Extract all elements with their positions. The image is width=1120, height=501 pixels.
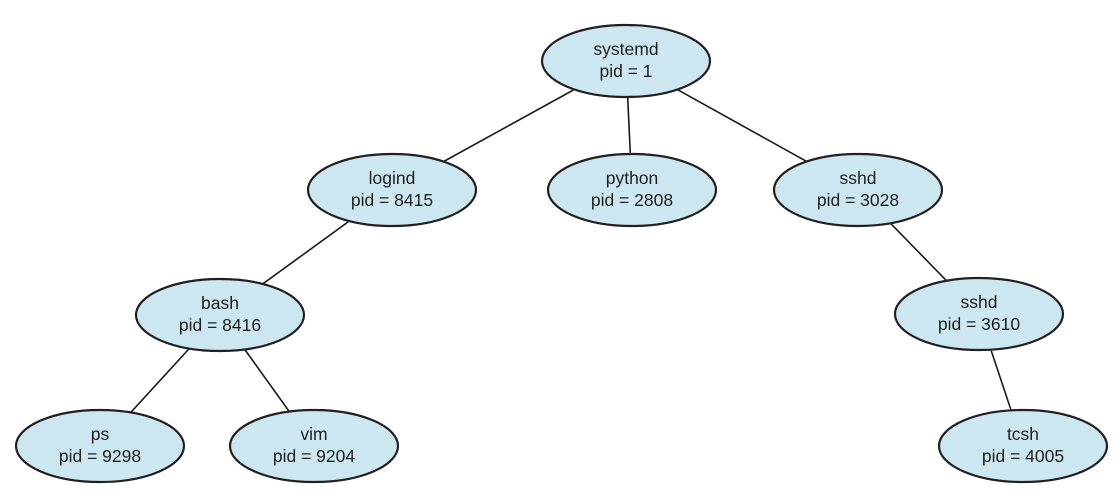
node-systemd: systemd pid = 1	[540, 23, 712, 99]
node-ps-name: ps	[91, 424, 110, 444]
node-logind: logind pid = 8415	[306, 152, 478, 228]
node-ps-pid: pid = 9298	[59, 446, 141, 466]
node-tcsh-name: tcsh	[1007, 424, 1039, 444]
node-systemd-shape	[540, 23, 712, 99]
node-bash: bash pid = 8416	[134, 277, 306, 353]
node-vim-shape	[228, 408, 400, 484]
node-logind-name: logind	[369, 168, 416, 188]
node-sshd-3028-shape	[772, 152, 944, 228]
node-vim-pid: pid = 9204	[273, 446, 355, 466]
node-tcsh: tcsh pid = 4005	[937, 408, 1109, 484]
node-logind-shape	[306, 152, 478, 228]
edges	[99, 60, 1024, 447]
node-sshd-3028-name: sshd	[840, 168, 877, 188]
node-python-name: python	[606, 168, 659, 188]
node-systemd-pid: pid = 1	[599, 61, 652, 81]
node-tcsh-shape	[937, 408, 1109, 484]
node-bash-pid: pid = 8416	[179, 315, 261, 335]
node-ps-shape	[14, 408, 186, 484]
node-sshd-3610-pid: pid = 3610	[938, 314, 1020, 334]
node-systemd-name: systemd	[593, 39, 658, 59]
node-tcsh-pid: pid = 4005	[982, 446, 1064, 466]
node-python: python pid = 2808	[546, 152, 718, 228]
node-bash-shape	[134, 277, 306, 353]
node-ps: ps pid = 9298	[14, 408, 186, 484]
node-vim: vim pid = 9204	[228, 408, 400, 484]
node-sshd-3610-name: sshd	[961, 292, 998, 312]
node-sshd-3610: sshd pid = 3610	[893, 276, 1065, 352]
node-python-pid: pid = 2808	[591, 190, 673, 210]
node-bash-name: bash	[201, 293, 239, 313]
node-vim-name: vim	[300, 424, 327, 444]
node-sshd-3610-shape	[893, 276, 1065, 352]
node-sshd-3028-pid: pid = 3028	[817, 190, 899, 210]
node-sshd-3028: sshd pid = 3028	[772, 152, 944, 228]
node-python-shape	[546, 152, 718, 228]
node-logind-pid: pid = 8415	[351, 190, 433, 210]
